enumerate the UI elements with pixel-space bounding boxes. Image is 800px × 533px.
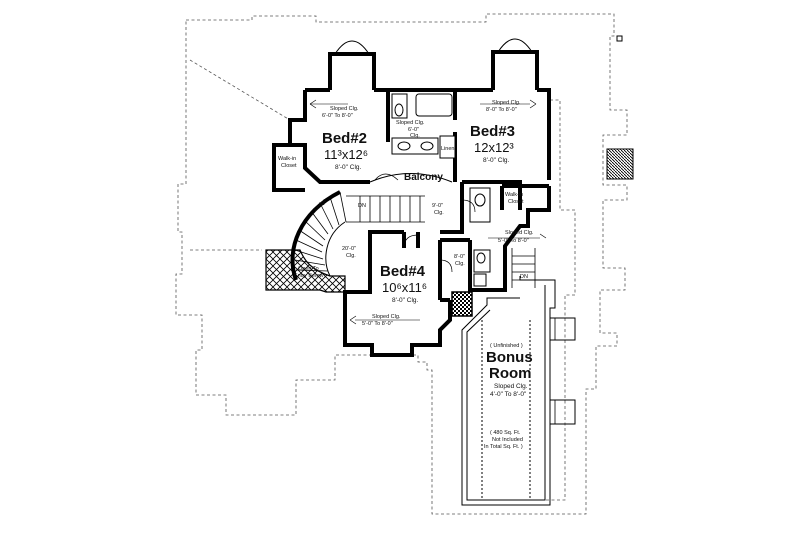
bath-sloped-line2: 6'-0" [408, 127, 419, 133]
dn-right-label: DN [520, 274, 528, 280]
bath2-clg-line2: Clg. [455, 261, 465, 267]
bed4-sloped-line1: Sloped Clg. [372, 314, 401, 320]
bed2-name: Bed#2 [322, 130, 367, 147]
bonus-note-top: ( Unfinished ) [490, 343, 523, 349]
right-sloped-line2: 5'-0" To 8'-0" [498, 238, 529, 244]
dormer-left-arch [334, 40, 370, 55]
chase-block [451, 291, 473, 317]
bed3-clg: 8'-0" Clg. [483, 157, 510, 164]
chimney [606, 148, 634, 180]
walkin-left-line1: Walk-in [278, 156, 296, 162]
door-swings [374, 173, 476, 273]
dormer-right-arch [497, 38, 533, 53]
toilet-bowl-upper [394, 103, 404, 117]
bed3-sloped-line2: 8'-0" To 8'-0" [486, 107, 517, 113]
linen-label: Linen [441, 146, 454, 152]
bed2-sloped-line2: 6'-0" To 8'-0" [322, 113, 353, 119]
bed4-clg: 8'-0" Clg. [392, 297, 419, 304]
bonus-note-line3: In Total Sq. Ft. ) [484, 444, 523, 450]
bed3-dim: 12x12³ [474, 140, 514, 155]
balcony-curve [369, 173, 453, 183]
entry-clg-line1: 20'-0" [342, 246, 356, 252]
bonus-name-line2: Room [489, 365, 532, 382]
bonus-note-line2: Not Included [492, 437, 523, 443]
bonus-room-inner [466, 285, 546, 501]
walkin-left-wall [272, 143, 305, 192]
walkin-right-line2: Closet [508, 199, 524, 205]
ledge-label: Ledge [313, 198, 328, 213]
roof-ridge-left [189, 59, 291, 251]
corner-mark [616, 35, 623, 42]
bonus-clg-line2: 4'-0" To 8'-0" [490, 391, 527, 398]
bed2-dim: 11³x12⁶ [324, 147, 368, 162]
sink-1-upper [397, 141, 411, 151]
hall-clg-line2: Clg. [434, 210, 444, 216]
straight-stair [346, 195, 425, 223]
dn-main-label: DN [358, 203, 366, 209]
bed2-sloped-line1: Sloped Clg. [330, 106, 359, 112]
toilet-lower [476, 252, 486, 264]
right-stair [511, 248, 536, 288]
bonus-dormer-2 [550, 399, 576, 425]
interior-wall-1 [386, 90, 464, 234]
roof-outline-inner [470, 99, 576, 501]
dormer-left [328, 52, 376, 90]
bonus-room-walls [461, 276, 556, 506]
open-to-entry-hatch [265, 249, 346, 293]
balcony-label: Balcony [404, 172, 443, 183]
open-entry-line1: Open To [298, 266, 319, 272]
hall-clg-line1: 9'-0" [432, 203, 443, 209]
bath-sloped-line1: Sloped Clg. [396, 120, 425, 126]
open-entry-line2: Entry Below [294, 273, 323, 279]
walkin-left-line2: Closet [281, 163, 297, 169]
bed3-name: Bed#3 [470, 123, 515, 140]
walkin-right-line1: Walk-in [505, 192, 523, 198]
bath-sloped-line3: Clg. [410, 133, 420, 139]
bed2-clg: 8'-0" Clg. [335, 164, 362, 171]
ceiling-arrows [309, 99, 547, 325]
bath2-clg-line1: 8'-0" [454, 254, 465, 260]
bonus-room-slope-lines [481, 320, 531, 500]
toilet-right [474, 193, 486, 207]
bonus-name-line1: Bonus [486, 349, 533, 366]
bonus-dormer-1 [550, 317, 576, 341]
bathtub-upper [415, 93, 453, 117]
interior-wall-2 [438, 238, 472, 302]
sink-2-upper [420, 141, 434, 151]
bed4-dim: 10⁶x11⁶ [382, 280, 427, 295]
sink-lower [473, 273, 487, 287]
right-sloped-line1: Sloped Clg. [505, 230, 534, 236]
linen-closet [439, 135, 456, 159]
stair-inner-curve [325, 221, 346, 277]
interior-wall-3 [368, 232, 420, 250]
exterior-walls [288, 88, 551, 357]
bonus-note-line1: ( 480 Sq. Ft. [490, 430, 521, 436]
bed4-name: Bed#4 [380, 263, 426, 280]
walkin-right-wall [500, 184, 549, 210]
entry-clg-line2: Clg. [346, 253, 356, 259]
bonus-clg-line1: Sloped Clg. [494, 383, 528, 390]
dormer-right [491, 50, 539, 90]
bed3-sloped-line1: Sloped Clg. [492, 100, 521, 106]
bed4-sloped-line2: 5'-0" To 8'-0" [362, 321, 393, 327]
